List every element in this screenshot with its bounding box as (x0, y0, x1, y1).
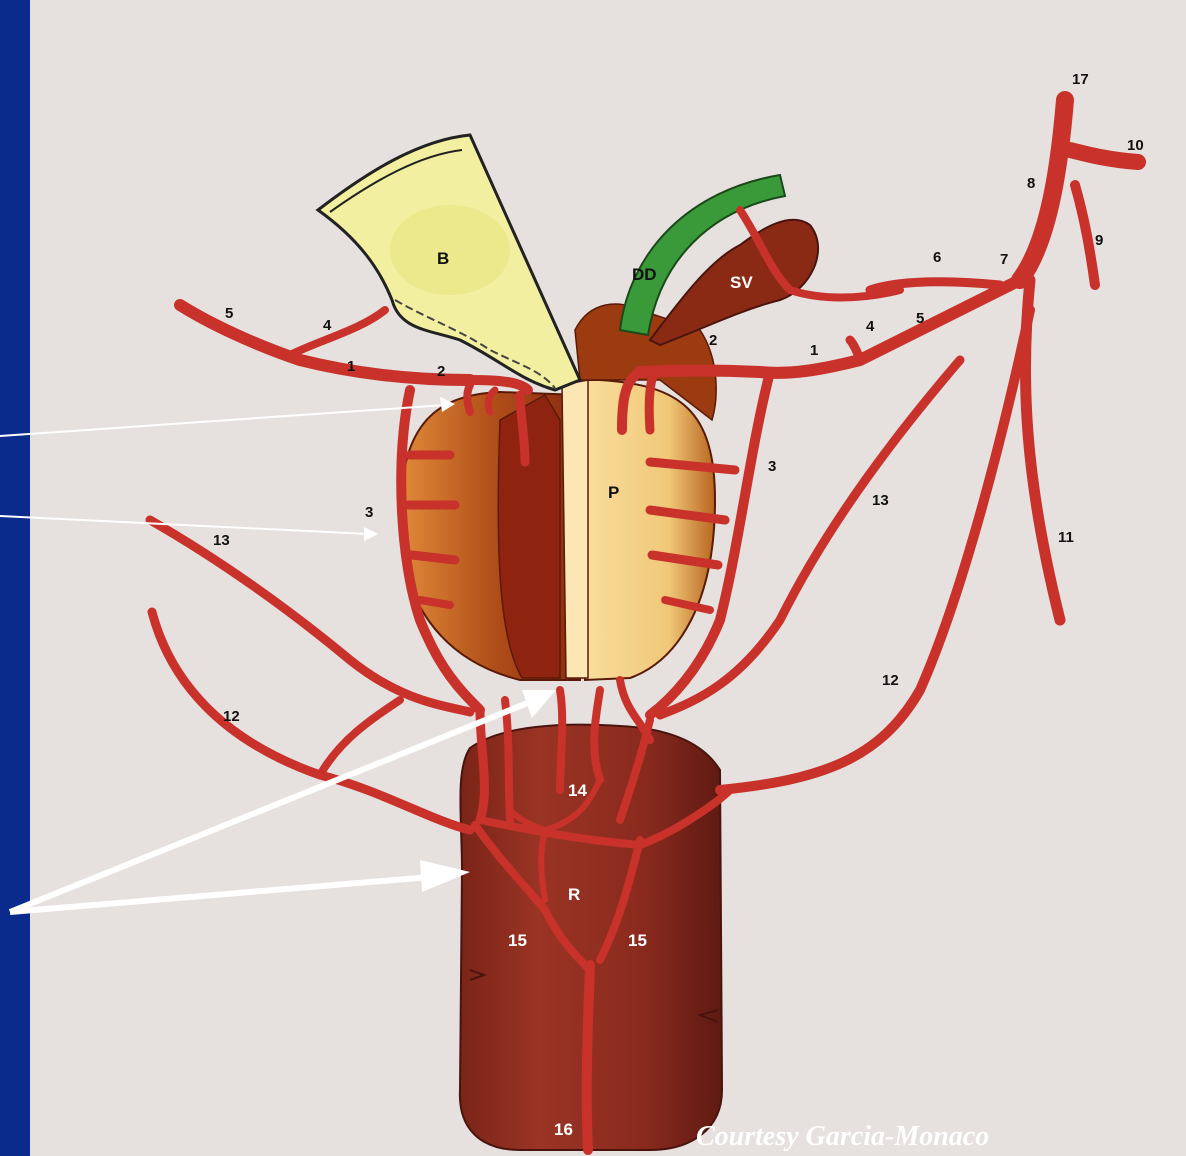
label-vessel-12-right: 12 (882, 672, 899, 689)
label-vessel-3-right: 3 (768, 458, 776, 475)
label-vessel-1-left: 1 (347, 358, 355, 375)
label-vessel-6: 6 (933, 249, 941, 266)
label-vessel-9: 9 (1095, 232, 1103, 249)
credit-text: Courtesy Garcia-Monaco (696, 1121, 989, 1152)
label-vessel-2-right: 2 (709, 332, 717, 349)
label-prostate: P (608, 483, 619, 502)
label-vessel-15-right: 15 (628, 931, 647, 950)
label-vessel-3-left: 3 (365, 504, 373, 521)
label-rectum: R (568, 885, 580, 904)
label-vessel-12-left: 12 (223, 708, 240, 725)
label-vessel-8: 8 (1027, 175, 1035, 192)
label-seminal-vesicle: SV (730, 273, 753, 292)
label-vessel-14: 14 (568, 781, 587, 800)
label-vessel-7: 7 (1000, 251, 1008, 268)
label-bladder: B (437, 249, 449, 268)
label-ductus-deferens: DD (632, 265, 657, 284)
label-vessel-13-left: 13 (213, 532, 230, 549)
label-vessel-11: 11 (1058, 529, 1074, 546)
label-vessel-16: 16 (554, 1120, 573, 1139)
label-vessel-5-right: 5 (916, 310, 924, 327)
label-vessel-13-right: 13 (872, 492, 889, 509)
label-vessel-10: 10 (1127, 137, 1144, 154)
label-vessel-17: 17 (1072, 71, 1089, 88)
label-vessel-4-right: 4 (866, 318, 875, 335)
label-vessel-15-left: 15 (508, 931, 527, 950)
label-vessel-5-left: 5 (225, 305, 233, 322)
label-vessel-1-right: 1 (810, 342, 818, 359)
label-vessel-4-left: 4 (323, 317, 332, 334)
label-vessel-2-left: 2 (437, 363, 445, 380)
